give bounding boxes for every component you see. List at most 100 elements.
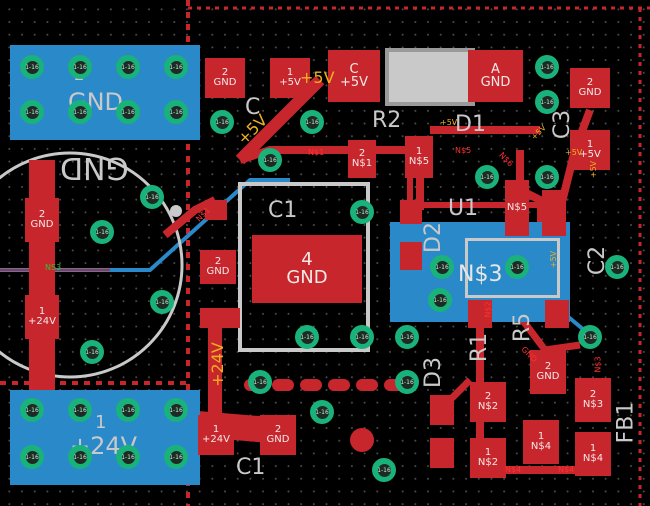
c1-small-pad-bottom[interactable] (200, 308, 240, 328)
d2-designator: D2 (420, 222, 446, 253)
r1-designator: R1 (467, 332, 493, 363)
via-gnd-header-6[interactable]: 1-16 (68, 100, 92, 124)
via-t[interactable]: 1-16 (578, 325, 602, 349)
net-label-n5: N$5 (455, 146, 472, 155)
u1-pin-pad[interactable] (542, 190, 566, 236)
u1-pad-c[interactable] (468, 300, 492, 328)
via-o[interactable]: 1-16 (535, 55, 559, 79)
via-v[interactable]: 1-16 (372, 458, 396, 482)
via-d[interactable]: 1-16 (140, 185, 164, 209)
via-j[interactable]: 1-16 (350, 325, 374, 349)
d3-designator: D3 (420, 357, 446, 388)
via-k[interactable]: 1-16 (395, 325, 419, 349)
u1-pad-a[interactable] (400, 200, 422, 224)
r5-designator: R5 (510, 312, 536, 343)
d2-pad[interactable] (430, 395, 454, 425)
via-gnd-header-8[interactable]: 1-16 (164, 100, 188, 124)
via-pwr-header-3[interactable]: 1-16 (116, 398, 140, 422)
via-s[interactable]: 1-16 (605, 255, 629, 279)
net-label-n2: N$2 (483, 301, 493, 318)
via-f[interactable]: 1-16 (150, 290, 174, 314)
r2-silk-outline (385, 48, 475, 106)
c1-bottom-designator: C1 (236, 455, 266, 480)
via-b[interactable]: 1-16 (300, 110, 324, 134)
net-label-5v-c: +5V (565, 148, 583, 157)
net-label-n3: N$3 (593, 356, 603, 373)
via-r[interactable]: 1-16 (430, 255, 454, 279)
via-g[interactable]: 1-16 (80, 340, 104, 364)
via-gnd-header-1[interactable]: 1-16 (20, 55, 44, 79)
net-label-n1: N$1 (308, 148, 325, 157)
via-c[interactable]: 1-16 (258, 148, 282, 172)
net-label-ns3-blue: NS3 (45, 263, 62, 272)
via-gnd-header-2[interactable]: 1-16 (68, 55, 92, 79)
via-pwr-header-7[interactable]: 1-16 (116, 445, 140, 469)
via-p[interactable]: 1-16 (535, 90, 559, 114)
via-h[interactable]: 1-16 (350, 200, 374, 224)
u1-designator: U1 (448, 196, 479, 221)
c-5v-pad[interactable]: 1+5V (270, 58, 310, 98)
via-w[interactable]: 1-16 (248, 370, 272, 394)
via-n[interactable]: 1-16 (535, 165, 559, 189)
c1b-24v-pad[interactable]: 1+24V (198, 415, 234, 455)
net-label-5v-a: +5V (440, 118, 458, 127)
c3-5v-pad[interactable]: 1+5V (570, 130, 610, 170)
via-l[interactable]: 1-16 (428, 288, 452, 312)
u1-net-label: N$3 (458, 262, 503, 287)
via-pwr-header-6[interactable]: 1-16 (68, 445, 92, 469)
via-i[interactable]: 1-16 (295, 325, 319, 349)
via-m[interactable]: 1-16 (475, 165, 499, 189)
via-pwr-header-4[interactable]: 1-16 (164, 398, 188, 422)
r2-designator: R2 (372, 108, 402, 133)
u1-silk-outline (465, 238, 560, 298)
d3-pad[interactable] (430, 438, 454, 468)
c-label: C (245, 95, 261, 120)
via-dot-1 (350, 428, 374, 452)
c1-silk-outline (238, 182, 370, 352)
via-gnd-header-3[interactable]: 1-16 (116, 55, 140, 79)
via-u[interactable]: 1-16 (310, 400, 334, 424)
u1-pad-b[interactable] (400, 242, 422, 270)
u1-n5-pad[interactable]: N$5 (505, 180, 529, 236)
via-q[interactable]: 1-16 (505, 255, 529, 279)
net-label-5v-u1: +5V (549, 250, 559, 269)
c1-top-designator: C1 (268, 198, 298, 223)
via-pwr-header-1[interactable]: 1-16 (20, 398, 44, 422)
round-jack-label: GND (60, 150, 129, 185)
via-pwr-header-8[interactable]: 1-16 (164, 445, 188, 469)
u1-pad-d[interactable] (545, 300, 569, 328)
via-gnd-header-5[interactable]: 1-16 (20, 100, 44, 124)
via-x[interactable]: 1-16 (395, 370, 419, 394)
c1-small-pad-top[interactable] (205, 200, 227, 220)
via-gnd-header-7[interactable]: 1-16 (116, 100, 140, 124)
via-e[interactable]: 1-16 (90, 220, 114, 244)
via-a[interactable]: 1-16 (210, 110, 234, 134)
jack-24v-pad[interactable]: 1+24V (25, 295, 59, 339)
fb1-designator: FB1 (613, 401, 639, 444)
via-pwr-header-2[interactable]: 1-16 (68, 398, 92, 422)
net-label-24v-vert: +24V (207, 342, 227, 387)
d1-cathode-pad[interactable]: C+5V (328, 50, 380, 102)
via-pwr-header-5[interactable]: 1-16 (20, 445, 44, 469)
net-label-5v-large: +5V (300, 68, 335, 87)
net-label-5v-d: +5V (589, 160, 599, 179)
via-gnd-header-4[interactable]: 1-16 (164, 55, 188, 79)
via-dot-2 (170, 205, 182, 217)
pwr-header-pin-label: 1 (95, 412, 107, 433)
